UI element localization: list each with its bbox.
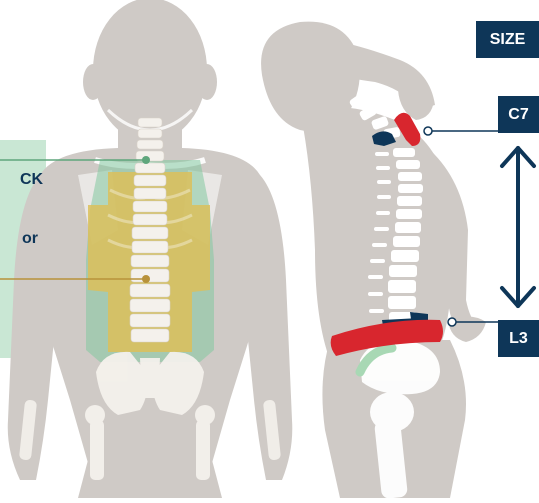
l3-leader-dot: [448, 318, 456, 326]
gold-leader-dot: [142, 275, 150, 283]
size-arrow: [502, 148, 534, 306]
c7-leader-dot: [424, 127, 432, 135]
left-text-top: CK: [20, 171, 43, 189]
size-tag: SIZE: [476, 21, 539, 58]
left-text-bottom: or: [22, 230, 38, 248]
green-leader-dot: [142, 156, 150, 164]
l3-tag: L3: [498, 320, 539, 357]
c7-tag: C7: [498, 96, 539, 133]
